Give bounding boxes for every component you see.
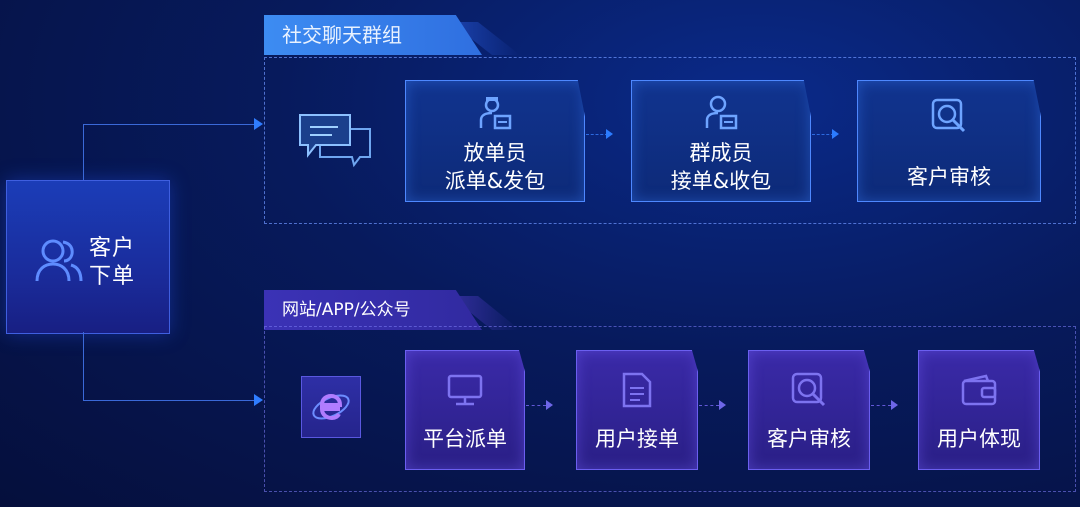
group1-tab: 社交聊天群组 bbox=[264, 15, 482, 55]
member-id-icon bbox=[703, 95, 739, 135]
connector-down-vertical bbox=[83, 332, 84, 400]
group1-link-1 bbox=[586, 134, 608, 135]
group2-step1-label: 平台派单 bbox=[423, 427, 507, 451]
magnifier-review-icon bbox=[930, 97, 968, 139]
connector-up-horizontal bbox=[83, 124, 255, 125]
group2-step-customer-review: 客户审核 bbox=[748, 350, 870, 470]
group2-tab: 网站/APP/公众号 bbox=[264, 290, 482, 330]
wallet-icon bbox=[960, 373, 998, 411]
group1-arrow-2 bbox=[832, 129, 839, 139]
group2-step4-label: 用户体现 bbox=[937, 427, 1021, 451]
customer-label: 客户 下单 bbox=[89, 235, 135, 291]
connector-up-arrow bbox=[254, 118, 263, 130]
monitor-icon bbox=[446, 373, 484, 411]
browser-icon-box bbox=[301, 376, 361, 438]
magnifier-review-icon bbox=[790, 371, 828, 413]
group1-step1-line2: 派单&发包 bbox=[444, 169, 546, 193]
chat-icon bbox=[298, 113, 374, 173]
group1-panel bbox=[264, 57, 1076, 224]
group1-step-review: 客户审核 bbox=[857, 80, 1041, 202]
group1-step1-line1: 放单员 bbox=[463, 141, 527, 165]
group1-arrow-1 bbox=[606, 129, 613, 139]
connector-down-arrow bbox=[254, 394, 263, 406]
users-icon bbox=[33, 235, 85, 291]
group1-step-member: 群成员 接单&收包 bbox=[631, 80, 811, 202]
connector-down-horizontal bbox=[83, 400, 255, 401]
group2-link-1 bbox=[526, 405, 546, 406]
group2-step2-label: 用户接单 bbox=[595, 427, 679, 451]
group1-step2-line1: 群成员 bbox=[689, 141, 753, 165]
group1-step2-line2: 接单&收包 bbox=[670, 169, 772, 193]
group2-step3-label: 客户审核 bbox=[767, 427, 851, 451]
document-icon bbox=[620, 371, 654, 413]
group2-arrow-1 bbox=[546, 400, 553, 410]
browser-e-icon bbox=[310, 386, 352, 432]
group1-step3-label: 客户审核 bbox=[907, 165, 991, 189]
group2-step-user-withdraw: 用户体现 bbox=[918, 350, 1040, 470]
group2-step-user-accept: 用户接单 bbox=[576, 350, 698, 470]
connector-up-vertical bbox=[83, 124, 84, 180]
customer-order-node: 客户 下单 bbox=[6, 180, 170, 334]
customer-line1: 客户 bbox=[89, 236, 136, 261]
group2-step-platform-dispatch: 平台派单 bbox=[405, 350, 525, 470]
group2-link-2 bbox=[699, 405, 719, 406]
group2-panel bbox=[264, 326, 1076, 492]
staff-id-icon bbox=[477, 95, 513, 135]
group1-step-dispatcher: 放单员 派单&发包 bbox=[405, 80, 585, 202]
group2-link-3 bbox=[871, 405, 891, 406]
group1-link-2 bbox=[812, 134, 834, 135]
group2-arrow-2 bbox=[719, 400, 726, 410]
group2-arrow-3 bbox=[891, 400, 898, 410]
customer-line2: 下单 bbox=[89, 264, 136, 289]
